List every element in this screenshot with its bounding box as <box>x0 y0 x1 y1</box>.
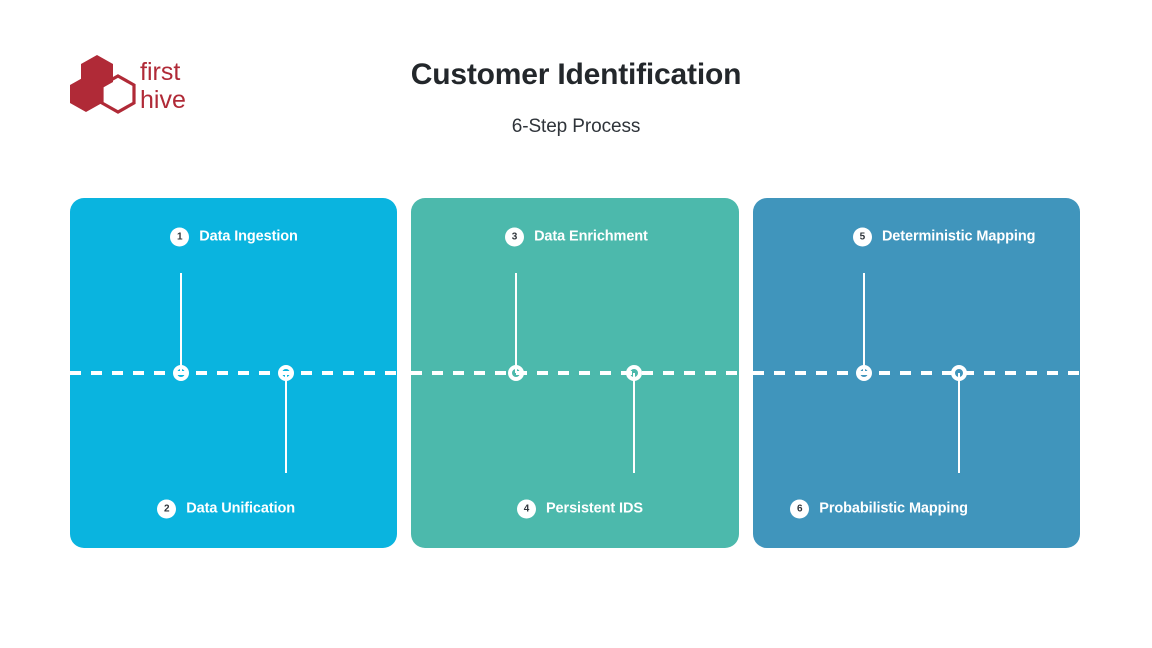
step-label: Data Ingestion <box>199 228 298 245</box>
process-panels: 1 Data Ingestion 2 Data Unification 3 Data En… <box>70 198 1080 548</box>
timeline-dashed-line <box>411 371 739 375</box>
timeline-dashed-line <box>752 371 1080 375</box>
step-label: Data Enrichment <box>534 228 648 245</box>
step-connector-line <box>515 273 518 373</box>
step-connector-line <box>957 373 960 473</box>
step-timeline-dot <box>950 365 967 381</box>
brand-word-top: first <box>140 58 180 86</box>
brand-word-bottom: hive <box>140 86 186 114</box>
step-label: Probabilistic Mapping <box>819 500 968 517</box>
step-connector-line <box>862 273 865 373</box>
step-head: 1 Data Ingestion <box>170 227 298 247</box>
hexagon-cluster-icon: first hive <box>70 55 186 114</box>
step-timeline-dot <box>278 365 295 381</box>
step-label: Data Unification <box>186 500 296 517</box>
step-connector-line <box>632 373 635 473</box>
step-timeline-dot <box>625 365 642 381</box>
process-panel: 1 Data Ingestion 2 Data Unification <box>70 198 398 548</box>
step-label: Deterministic Mapping <box>881 228 1036 245</box>
step-head: 6 Probabilistic Mapping <box>790 499 968 519</box>
step-number-badge: 6 <box>790 499 810 519</box>
step-head: 4 Persistent IDS <box>516 499 643 519</box>
step-timeline-dot <box>173 365 190 381</box>
step-head: 5 Deterministic Mapping <box>852 227 1036 247</box>
step-head: 3 Data Enrichment <box>505 227 648 247</box>
step-timeline-dot <box>855 365 872 381</box>
step-head: 2 Data Unification <box>157 499 296 519</box>
step-number-badge: 5 <box>852 227 872 247</box>
step-number-badge: 3 <box>505 227 525 247</box>
process-panel: 5 Deterministic Mapping 6 Probabilistic Map… <box>752 198 1080 548</box>
step-connector-line <box>285 373 288 473</box>
process-panel: 3 Data Enrichment 4 Persistent IDS <box>411 198 739 548</box>
step-number-badge: 2 <box>157 499 177 519</box>
step-label: Persistent IDS <box>545 500 643 517</box>
brand-logo: first hive <box>70 53 270 115</box>
step-number-badge: 1 <box>170 227 190 247</box>
step-number-badge: 4 <box>516 499 536 519</box>
header: Customer Identification 6-Step Process <box>0 56 1152 140</box>
step-timeline-dot <box>508 365 525 381</box>
timeline-dashed-line <box>70 371 398 375</box>
page-title: Customer Identification <box>410 58 742 91</box>
step-connector-line <box>180 273 183 373</box>
page-subtitle: 6-Step Process <box>511 116 641 137</box>
